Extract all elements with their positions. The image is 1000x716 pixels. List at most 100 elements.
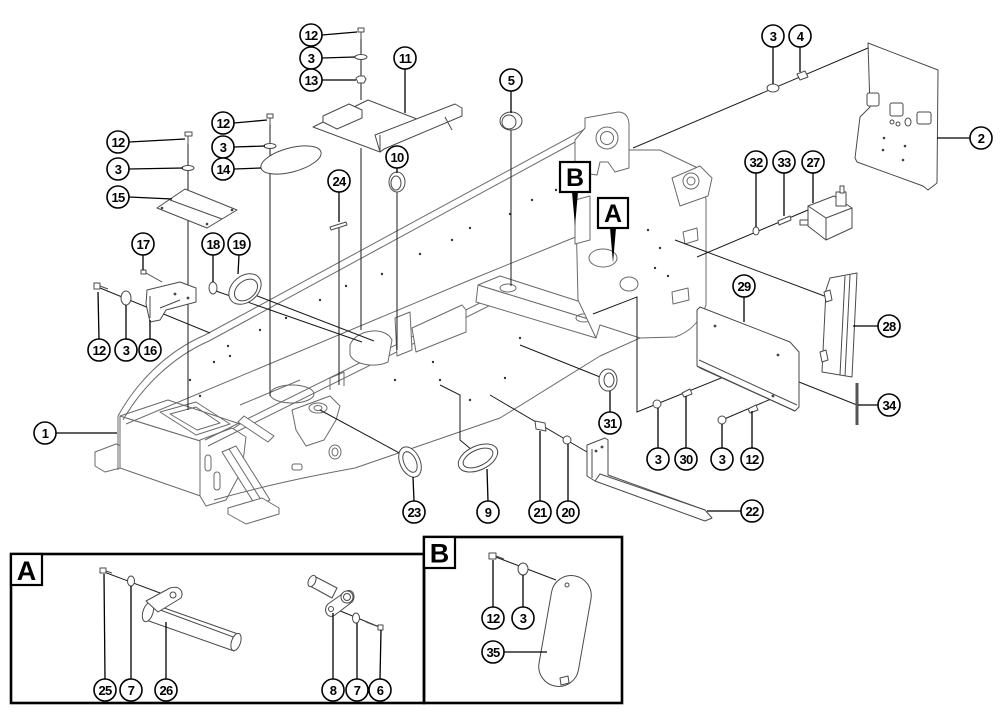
callout[interactable]: 13 — [299, 68, 323, 92]
callout[interactable]: 14 — [211, 157, 235, 181]
callout-number: 31 — [603, 416, 617, 431]
callout[interactable]: 3 — [299, 46, 323, 70]
callout-number: 10 — [390, 150, 404, 165]
callout[interactable]: 23 — [402, 500, 426, 524]
beam-boss — [328, 444, 342, 460]
callout[interactable]: 12 — [481, 606, 505, 630]
callout[interactable]: 3 — [761, 24, 785, 48]
tube — [237, 415, 275, 443]
callout[interactable]: 16 — [138, 338, 162, 362]
callout[interactable]: 4 — [788, 24, 812, 48]
callout[interactable]: 3 — [106, 157, 130, 181]
callout[interactable]: 27 — [801, 150, 825, 174]
callout-number: 6 — [377, 683, 384, 698]
callout[interactable]: 12 — [106, 130, 130, 154]
callout[interactable]: 8 — [321, 678, 345, 702]
callout-number: 4 — [797, 29, 805, 44]
tower-rib — [574, 195, 591, 245]
grommet-5 — [499, 111, 523, 131]
callout[interactable]: 10 — [385, 145, 409, 169]
callout[interactable]: 12 — [299, 23, 323, 47]
plate-15 — [156, 188, 238, 229]
cross-member-boss — [499, 283, 517, 293]
callout[interactable]: 30 — [674, 447, 698, 471]
callout[interactable]: 24 — [327, 169, 351, 193]
detail-a-label: A — [9, 552, 44, 587]
panel-29 — [696, 306, 800, 412]
bolt-12-top — [357, 27, 365, 39]
base-box-opening — [159, 401, 231, 436]
bracket-22 — [586, 437, 713, 522]
callout-number: 1 — [42, 426, 49, 441]
callout[interactable]: 21 — [528, 500, 552, 524]
detail-view-a: A 25 7 26 — [9, 552, 426, 705]
marker-pointer — [610, 228, 616, 263]
callout[interactable]: 25 — [93, 678, 117, 702]
callout[interactable]: 32 — [744, 150, 768, 174]
bolt-12-mid — [266, 113, 274, 125]
upper-rail-inner — [122, 127, 602, 421]
parts — [93, 27, 939, 522]
leader-lines — [56, 31, 970, 512]
bushing-21 — [534, 420, 547, 432]
marker-label: B — [566, 164, 584, 192]
callout[interactable]: 34 — [877, 393, 901, 417]
callout-number: 2 — [978, 131, 985, 146]
callout-number: 3 — [308, 51, 315, 66]
callout[interactable]: 7 — [119, 678, 143, 702]
tower-lug — [574, 111, 630, 176]
callout[interactable]: 33 — [772, 150, 796, 174]
callout[interactable]: 5 — [499, 68, 523, 92]
callout[interactable]: 3 — [114, 338, 138, 362]
callout-number: 12 — [745, 452, 759, 467]
callout[interactable]: 15 — [106, 185, 130, 209]
callout-number: 3 — [655, 452, 662, 467]
washer-32 — [752, 226, 760, 236]
washer-7b — [352, 612, 360, 624]
callout[interactable]: 6 — [368, 678, 392, 702]
callout[interactable]: 3 — [710, 447, 734, 471]
callout[interactable]: 31 — [598, 411, 622, 435]
washer-3-mid — [263, 143, 277, 149]
callout-number: 30 — [679, 452, 693, 467]
tower-lug-boss — [595, 126, 619, 150]
base-box-top — [119, 399, 241, 445]
callout[interactable]: 9 — [476, 500, 500, 524]
callout[interactable]: 1 — [33, 421, 57, 445]
washer-3-b — [517, 562, 529, 576]
callout[interactable]: 18 — [201, 232, 225, 256]
callout[interactable]: 29 — [732, 274, 756, 298]
callout[interactable]: 19 — [227, 232, 251, 256]
detail-view-b: B 12 3 35 — [422, 535, 624, 705]
view-marker-a[interactable]: A — [596, 196, 630, 263]
callout[interactable]: 35 — [481, 640, 505, 664]
base-box-opening-inner — [169, 406, 221, 431]
callout-number: 28 — [882, 319, 896, 334]
callout[interactable]: 11 — [393, 46, 417, 70]
callout[interactable]: 20 — [556, 500, 580, 524]
tower-hole — [588, 248, 618, 268]
callout[interactable]: 28 — [877, 314, 901, 338]
callout-number: 8 — [330, 683, 337, 698]
callout[interactable]: 22 — [740, 499, 764, 523]
tower-lug-2-boss — [682, 172, 700, 190]
saddle-boss-inner — [313, 405, 323, 411]
callout[interactable]: 12 — [87, 338, 111, 362]
callout[interactable]: 12 — [211, 111, 235, 135]
callout[interactable]: 7 — [345, 678, 369, 702]
plate-11 — [312, 99, 463, 153]
callout[interactable]: 3 — [511, 606, 535, 630]
channel-28 — [819, 272, 858, 378]
callout[interactable]: 3 — [211, 135, 235, 159]
grommet-31 — [598, 368, 618, 392]
cover-35 — [538, 575, 592, 687]
callout[interactable]: 2 — [969, 126, 993, 150]
callout[interactable]: 3 — [646, 447, 670, 471]
callout-number: 22 — [745, 504, 759, 519]
callout[interactable]: 17 — [131, 232, 155, 256]
callout[interactable]: 12 — [740, 447, 764, 471]
view-marker-b[interactable]: B — [558, 160, 592, 226]
marker-pointer — [572, 192, 578, 226]
callout[interactable]: 26 — [154, 678, 178, 702]
